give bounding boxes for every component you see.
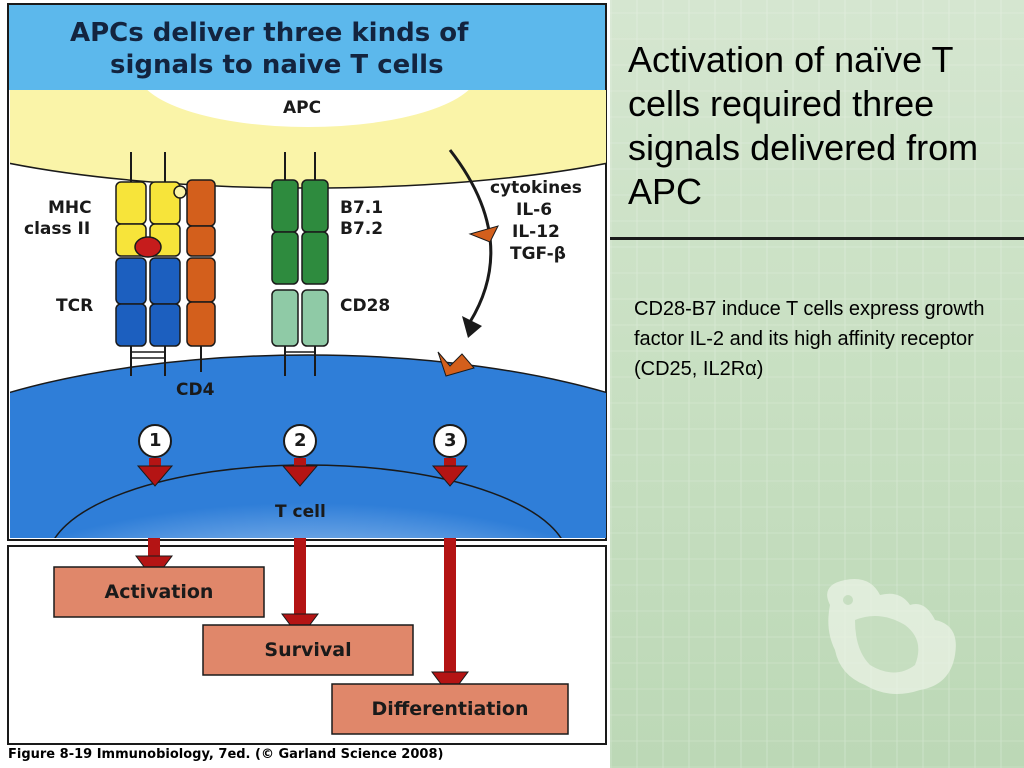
signal-3-number: 3 [444,430,457,451]
cytokine-arrowhead [462,316,482,338]
apc-label: APC [283,98,322,118]
cytokine-tgfb-label: TGF-β [510,244,566,264]
differentiation-box [331,683,569,735]
signal-1-number: 1 [149,430,162,451]
title-divider [610,237,1024,240]
figure-title-line2: signals to naive T cells [110,50,444,80]
survival-label: Survival [264,639,352,661]
title-band [9,5,605,90]
tcell-nucleus-glow [54,464,562,538]
tcell-label: T cell [275,502,326,522]
b7-label-line2: B7.2 [340,219,384,239]
cytokine-molecule [468,225,499,243]
apc-inner-membrane [147,90,469,127]
b7-label-line1: B7.1 [340,198,384,218]
mhc-label-line1: MHC [48,198,92,218]
cytokine-receptor [437,351,475,377]
activation-box [53,566,265,618]
figure: APCs deliver three kinds of signals to n… [7,3,607,762]
cytokines-label: cytokines [490,178,582,198]
signal-arrows [136,424,469,487]
figure-diagram [7,3,607,745]
cd4-label: CD4 [176,380,215,400]
cd28-label: CD28 [340,296,391,316]
cd4 [186,179,216,372]
mhc-label-line2: class II [24,219,91,239]
activation-label: Activation [104,581,214,603]
differentiation-label: Differentiation [371,698,529,720]
slide-body-text: CD28-B7 induce T cells express growth fa… [634,298,985,380]
figure-title-line1: APCs deliver three kinds of [70,18,469,48]
tcr-label: TCR [56,296,94,316]
b7-ligands [271,152,329,285]
slide-title: Activation of naïve T cells required thr… [628,39,979,212]
figure-caption: Figure 8-19 Immunobiology, 7ed. (© Garla… [8,747,444,762]
tcr [115,257,181,376]
cytokine-il6-label: IL-6 [516,200,553,220]
slide-text-panel: Activation of naïve T cells required thr… [610,0,1024,768]
signal-2-number: 2 [294,430,307,451]
dragon-emblem-icon [827,579,956,694]
survival-box [202,624,414,676]
mhc-class-ii [115,152,187,258]
cytokine-il12-label: IL-12 [512,222,560,242]
cd28-receptor [271,289,329,376]
